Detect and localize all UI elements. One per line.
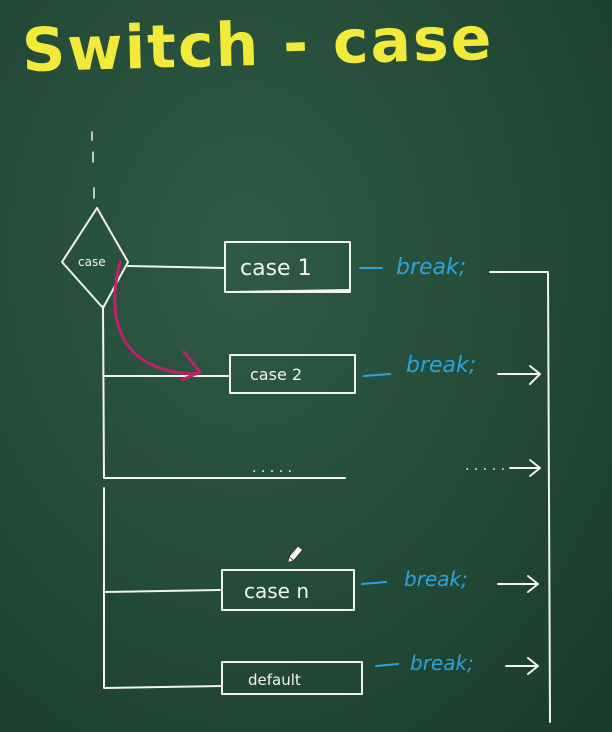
right-collector bbox=[489, 271, 551, 723]
case1-label: case 1 bbox=[240, 256, 312, 281]
casen-box bbox=[221, 569, 355, 611]
connector-casen bbox=[103, 589, 221, 593]
arrow-default bbox=[505, 657, 539, 675]
casen-break: break; bbox=[404, 567, 468, 591]
flow-arrow-head bbox=[180, 350, 203, 382]
case1-break: break; bbox=[396, 255, 466, 280]
arrow-middle bbox=[509, 459, 541, 477]
incoming-dots bbox=[91, 131, 95, 199]
arrow-case2 bbox=[497, 365, 541, 385]
decision-label: case bbox=[78, 255, 106, 269]
case2-break: break; bbox=[406, 353, 476, 378]
connector-case1 bbox=[127, 265, 226, 269]
case2-box bbox=[229, 354, 356, 394]
casen-label: case n bbox=[244, 579, 309, 603]
arrow-casen bbox=[497, 575, 539, 593]
default-box bbox=[221, 661, 363, 695]
pencil-cursor-icon bbox=[287, 545, 304, 564]
ellipsis-right: . . . . . bbox=[465, 458, 505, 474]
left-trunk-lower bbox=[103, 487, 223, 689]
case2-label: case 2 bbox=[250, 365, 302, 384]
left-trunk-upper bbox=[102, 305, 346, 479]
default-break: break; bbox=[410, 651, 474, 675]
flow-arrow bbox=[113, 260, 198, 376]
default-label: default bbox=[248, 671, 301, 689]
ellipsis-left: . . . . . bbox=[252, 460, 292, 476]
